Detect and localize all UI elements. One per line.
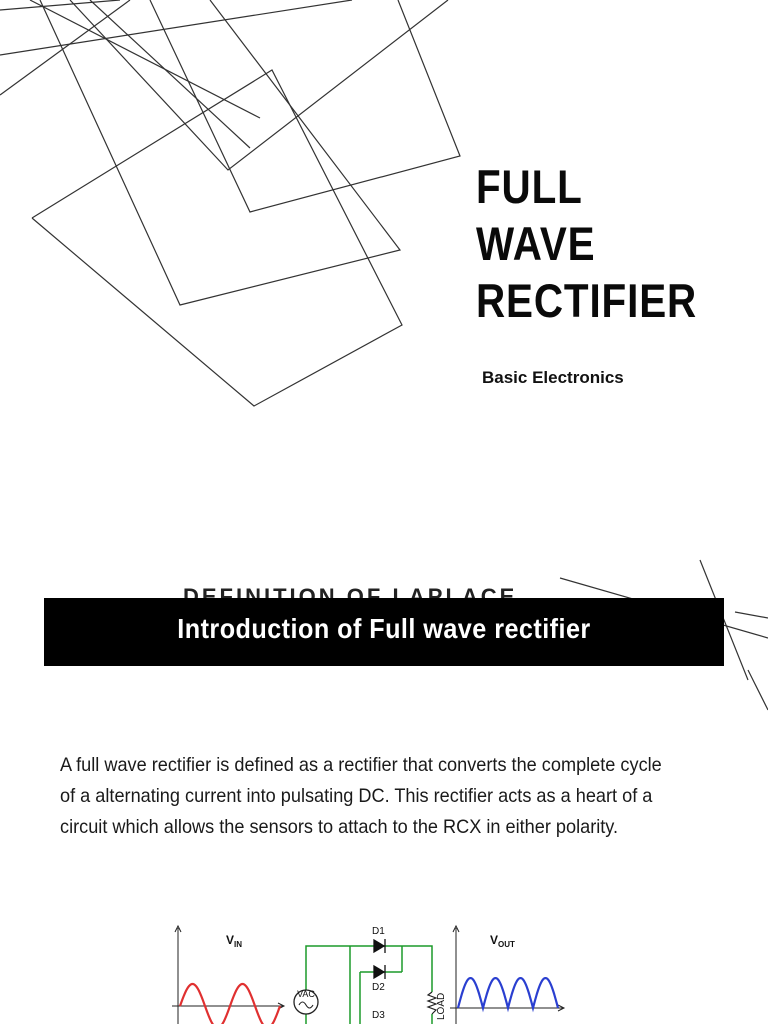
deco-line-3 [69,0,449,171]
slide-heading: Introduction of Full wave rectifier [177,613,591,644]
vout-label: VOUT [490,933,515,949]
load-label: LOAD [436,993,447,1020]
diode-d2 [373,964,386,980]
content-slide: DEFINITION OF LAPLACE Introduction of Fu… [0,520,768,1024]
ac-source-symbol: VAC [293,989,319,1015]
slide-title: FULL WAVE RECTIFIER [476,158,697,329]
slide-subtitle: Basic Electronics [482,368,624,387]
deco-line-1 [0,0,121,11]
definition-paragraph: A full wave rectifier is defined as a re… [60,754,662,838]
title-line-3: RECTIFIER [476,274,698,327]
full-wave-rectifier-circuit-diagram: VIN VAC D1 D2 D3 [172,924,566,1024]
title-line-2: WAVE [476,217,596,270]
input-sine-wave [178,982,282,1024]
heading-bar: Introduction of Full wave rectifier [44,598,724,666]
title-line-1: FULL [476,160,583,213]
diode-d1 [373,938,386,954]
deco-line-2 [29,0,261,119]
deco-line-4 [149,0,461,213]
deco-line-13 [747,669,768,711]
vac-label: VAC [297,989,315,999]
diode-d3-label: D3 [372,1010,385,1021]
deco-line-5 [39,0,402,306]
output-rectified-wave [456,977,560,1013]
decorative-line-art [0,0,461,407]
title-slide: FULL WAVE RECTIFIER Basic Electronics [0,0,697,407]
input-waveform-axes [172,924,286,1024]
deco-line-7 [89,0,251,149]
vin-label: VIN [226,933,242,949]
circuit-wiring [305,945,433,1024]
deco-line-6 [0,0,353,56]
deco-line-11 [699,559,749,681]
diode-d2-label: D2 [372,982,385,993]
deco-line-9 [0,0,131,96]
diode-d1-label: D1 [372,926,385,937]
deco-line-12 [734,611,768,619]
deco-line-8 [31,69,403,407]
load-resistor: LOAD [426,991,447,1020]
